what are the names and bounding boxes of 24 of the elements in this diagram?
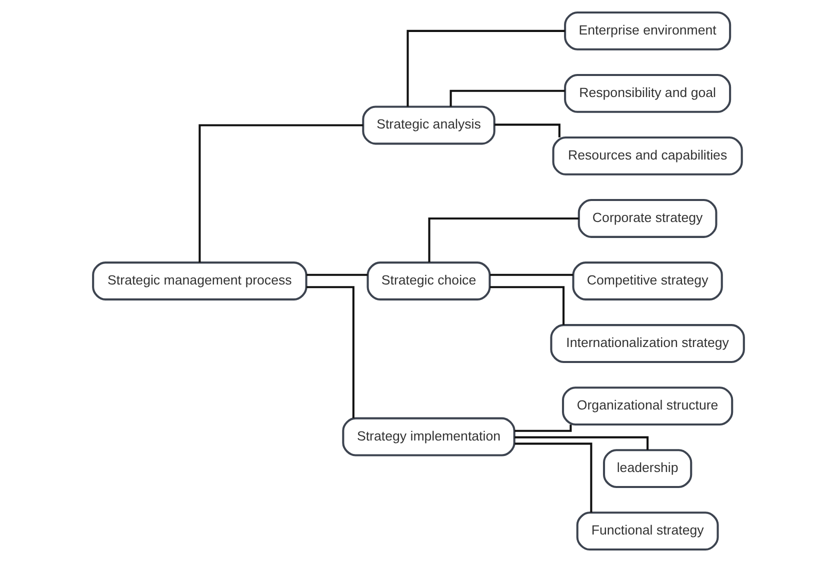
node-box: Enterprise environment <box>564 11 732 50</box>
node-box: Functional strategy <box>576 512 719 551</box>
connector <box>306 274 368 276</box>
connector <box>490 286 565 326</box>
node-box: Strategy implementation <box>342 417 516 456</box>
connector <box>490 274 574 276</box>
node-box: Strategic choice <box>366 262 491 300</box>
connector <box>514 424 572 432</box>
node-box: Internationalization strategy <box>550 324 745 363</box>
node-box: Responsibility and goal <box>564 74 732 113</box>
connector <box>306 286 354 418</box>
connector <box>514 442 592 513</box>
connector <box>198 124 364 263</box>
node-box: Resources and capabilities <box>552 136 743 176</box>
connector <box>514 436 649 450</box>
connector <box>428 217 579 262</box>
node-box: Organizational structure <box>562 386 734 426</box>
connector <box>406 30 566 107</box>
node-box: Strategic analysis <box>362 106 496 145</box>
node-box: Corporate strategy <box>578 199 718 238</box>
node-box: Strategic management process <box>92 262 308 300</box>
connector <box>494 124 560 138</box>
node-box: Competitive strategy <box>572 262 723 300</box>
node-box: leadership <box>602 449 692 488</box>
